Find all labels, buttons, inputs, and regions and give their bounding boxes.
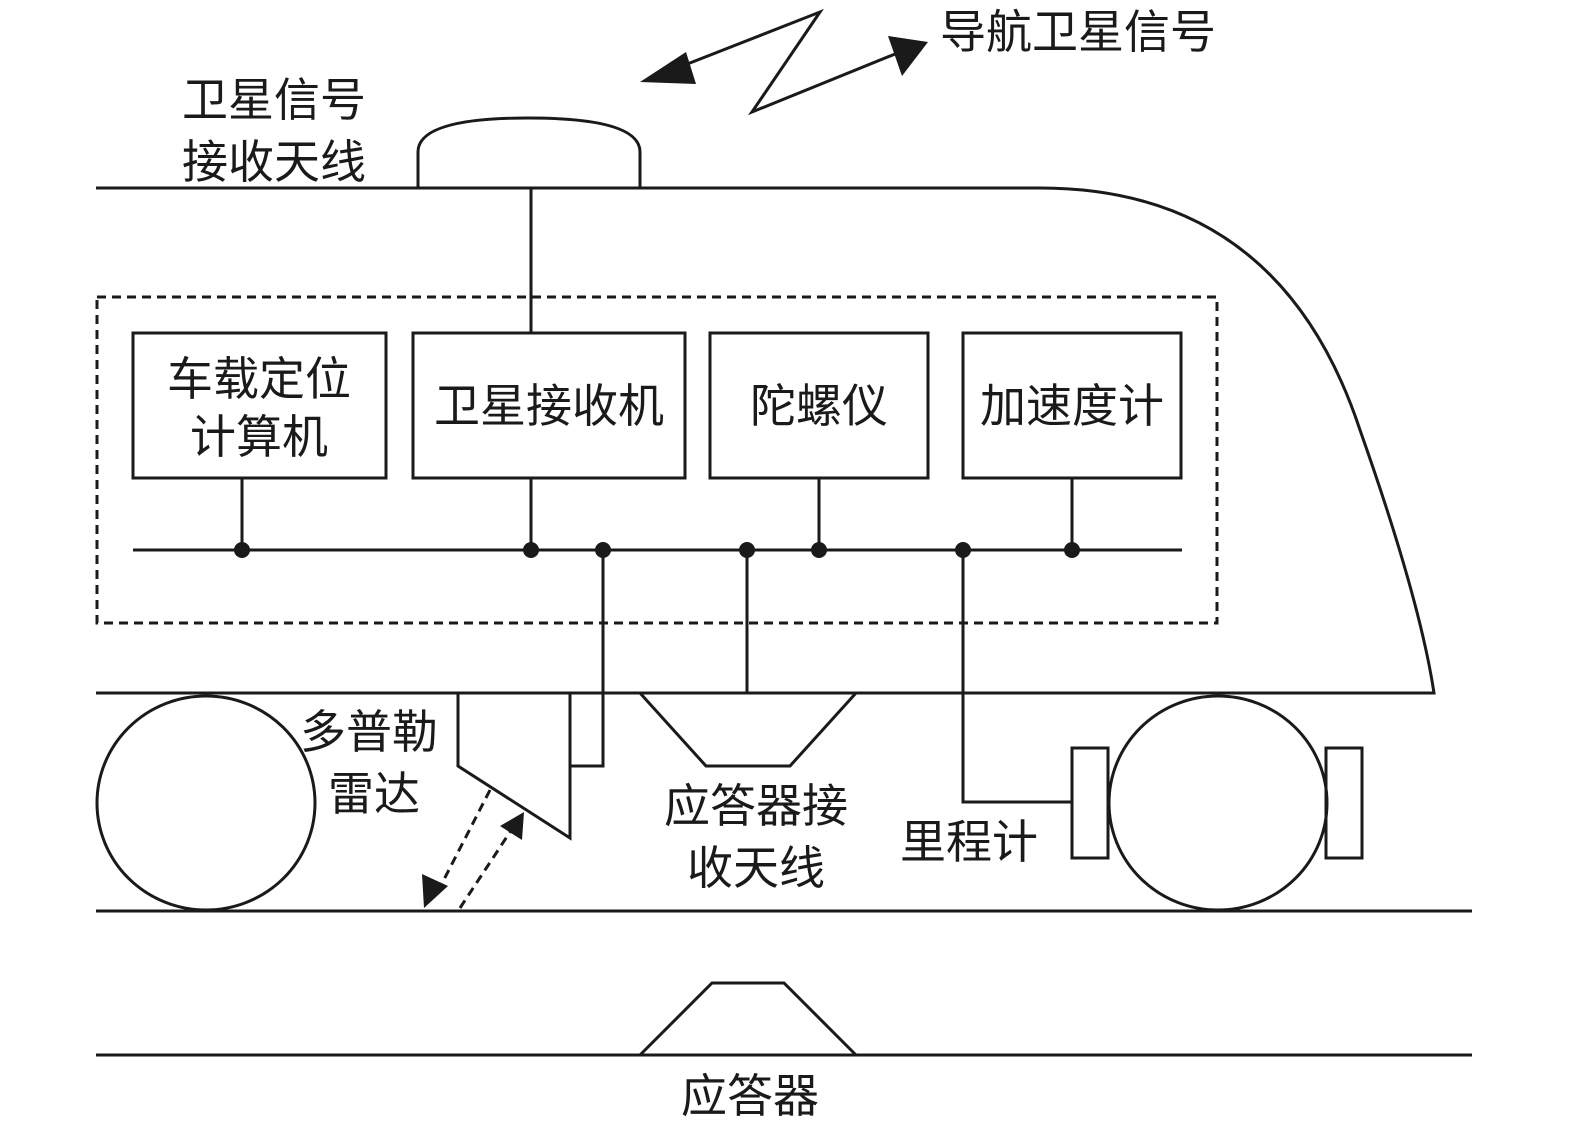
- doppler-radar-housing: [456, 691, 572, 841]
- satellite-signal-zigzag: [640, 8, 928, 116]
- doppler-wire: [570, 550, 605, 768]
- odometer-label: 里程计: [900, 815, 1038, 869]
- onboard-system-boundary: [95, 295, 1219, 625]
- train-body-outline: [96, 186, 1436, 695]
- nav-signal-label: 导航卫星信号: [940, 5, 1216, 59]
- satellite-receiver-box: [411, 331, 687, 480]
- antenna-label-line2: 接收天线: [182, 135, 366, 189]
- doppler-beams: [422, 789, 524, 909]
- beam-arrow-up: [500, 812, 524, 840]
- computer-label-line2: 计算机: [190, 410, 328, 464]
- balise-antenna-label-line1: 应答器接: [664, 779, 848, 833]
- doppler-label-line1: 多普勒: [300, 705, 438, 759]
- satellite-receiver-label: 卫星接收机: [434, 379, 664, 433]
- doppler-label-line2: 雷达: [328, 767, 420, 821]
- bus-junction-accelerometer: [1064, 542, 1080, 558]
- balise-label: 应答器: [681, 1069, 819, 1123]
- bus-junction-receiver: [523, 542, 539, 558]
- bus-junction-gyroscope: [811, 542, 827, 558]
- rear-wheel: [1107, 694, 1329, 912]
- odometer-block-right: [1324, 746, 1364, 860]
- balise-antenna: [638, 691, 858, 768]
- signal-arrow-right: [888, 36, 928, 76]
- front-wheel: [95, 694, 317, 912]
- odometer-block-left: [1070, 746, 1110, 860]
- antenna-label-line1: 卫星信号: [182, 73, 366, 127]
- beam-arrow-down: [422, 874, 448, 908]
- balise-antenna-label-line2: 收天线: [687, 841, 825, 895]
- balise-device: [638, 981, 858, 1057]
- odometer-wire: [961, 550, 1072, 804]
- computer-label-line1: 车载定位: [167, 352, 351, 406]
- satellite-antenna-dome: [416, 116, 642, 188]
- positioning-computer-box: [131, 331, 388, 480]
- accelerometer-label: 加速度计: [980, 379, 1164, 433]
- signal-arrow-left: [640, 52, 696, 84]
- gyroscope-label: 陀螺仪: [750, 379, 888, 433]
- bus-junction-computer: [234, 542, 250, 558]
